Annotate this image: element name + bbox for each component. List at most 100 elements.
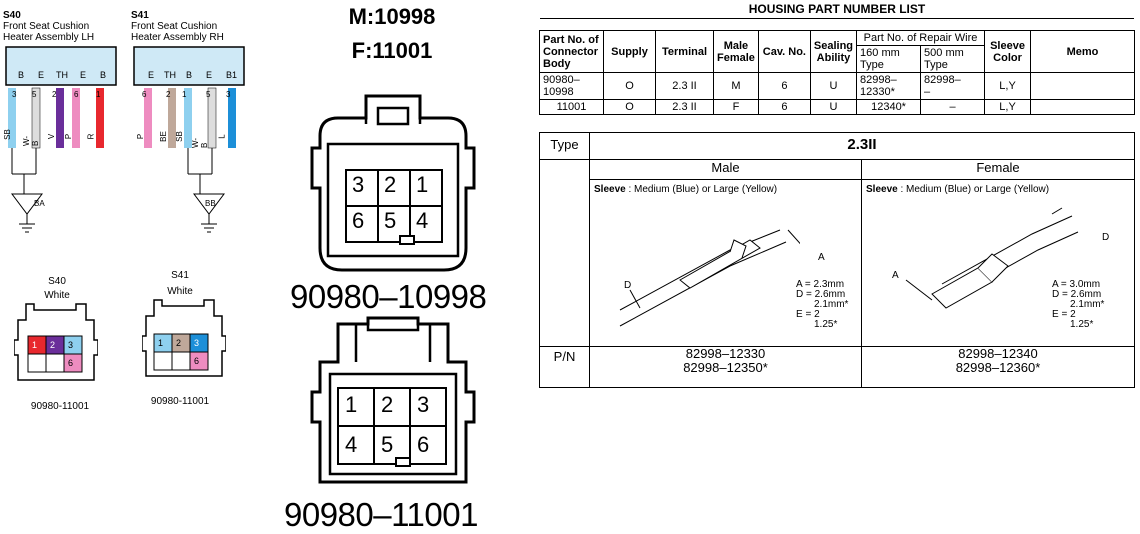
type-value: 2.3II <box>589 132 1135 160</box>
male-dim-e2: 1.25* <box>814 319 838 331</box>
s41-pin-5: B1 <box>226 70 238 80</box>
cell-mf: M <box>713 72 759 100</box>
female-terminal-drawing: A <box>892 207 1079 309</box>
female-cell-4: 4 <box>345 432 358 457</box>
female-sleeve-label: Sleeve <box>866 184 898 196</box>
s41-ground-label: BB <box>205 199 216 208</box>
col-memo: Memo <box>1030 30 1135 73</box>
male-dim-d2: 2.1mm* <box>814 299 849 311</box>
conn-s40-color: White <box>44 290 70 301</box>
col-part: Part No. of Connector Body <box>539 30 604 73</box>
s40-num-2: 5 <box>32 90 37 99</box>
cell-cav: 6 <box>757 72 811 100</box>
s41-wire-label-2: BE <box>158 131 168 142</box>
s41-num-3: 1 <box>182 90 187 99</box>
female-cell-3: 3 <box>417 392 430 417</box>
cell-r500: – <box>920 99 986 115</box>
female-sleeve-text: : Medium (Blue) or Large (Yellow) <box>900 184 1050 196</box>
male-terminal-drawing: D <box>619 229 800 327</box>
cell-supply: O <box>603 72 656 100</box>
s40-name-1: Front Seat Cushion <box>3 21 90 32</box>
s40-wire-r <box>96 88 104 148</box>
s40-ground-label: BA <box>34 199 45 208</box>
male-dim-e: E = 2 <box>796 309 820 321</box>
s41-id: S41 <box>131 10 149 21</box>
male-cell-2: 2 <box>384 172 397 197</box>
col-seal: Sealing Ability <box>809 30 858 73</box>
s41-header: S41 Front Seat Cushion Heater Assembly R… <box>131 10 224 43</box>
male-pn-2: 82998–12350* <box>683 359 768 375</box>
female-cell-6: 6 <box>417 432 430 457</box>
female-d-label: D <box>1102 232 1110 244</box>
type-spacer <box>539 158 590 347</box>
s41-wire-label-3: SB <box>174 131 184 142</box>
cell-terminal: 2.3 II <box>655 99 714 115</box>
conn-s40-face <box>14 303 98 381</box>
s41-num-4: 5 <box>206 90 211 99</box>
col-sleeve: Sleeve Color <box>984 30 1032 73</box>
cell-mf: F <box>713 99 759 115</box>
conn-s41-cell-2: 2 <box>176 338 182 348</box>
s40-wire-label-1: SB <box>2 129 12 140</box>
male-part-number: 90980–10998 <box>290 278 487 315</box>
male-dims: A = 2.3mm D = 2.6mm 2.1mm* E = 2 1.25* <box>796 280 848 330</box>
s41-pin-3: B <box>186 70 193 80</box>
col-mf: Male Female <box>713 30 759 73</box>
cell-part: 90980–10998 <box>539 72 604 100</box>
male-cell-5: 5 <box>384 208 397 233</box>
female-connector-face <box>310 316 476 484</box>
cell-sleeve: L,Y <box>984 72 1032 100</box>
s40-num-5: 1 <box>96 90 101 99</box>
cell-r160: 12340* <box>856 99 922 115</box>
type-label: Type <box>539 132 590 160</box>
s40-pin-2: E <box>38 70 45 80</box>
female-dims: A = 3.0mm D = 2.6mm 2.1mm* E = 2 1.25* <box>1052 280 1104 330</box>
cell-sleeve: L,Y <box>984 99 1032 115</box>
female-dim-d: D = 2.6mm <box>1052 289 1102 301</box>
title-rule <box>540 18 1134 19</box>
s40-wiring-diagram <box>5 46 117 233</box>
cell-r500: 82998– – <box>920 72 986 100</box>
male-code: M:10998 <box>348 4 436 29</box>
cell-terminal: 2.3 II <box>655 72 714 100</box>
cell-supply: O <box>603 99 656 115</box>
male-cell-1: 1 <box>416 172 429 197</box>
s41-wiring-diagram <box>133 46 245 233</box>
female-terminal-cell: Sleeve : Medium (Blue) or Large (Yellow)… <box>861 179 1135 347</box>
s41-wire-label-4: W-B <box>191 137 210 149</box>
conn-s41-cell-6: 6 <box>194 356 200 366</box>
conn-s40-cell-2: 2 <box>50 340 56 350</box>
male-cell-4: 4 <box>416 208 429 233</box>
s40-num-3: 2 <box>52 90 57 99</box>
male-terminal-cell: Sleeve : Medium (Blue) or Large (Yellow)… <box>589 179 862 347</box>
conn-s41-cell-1: 1 <box>158 338 164 348</box>
housing-table: Part No. of Connector Body Supply Termin… <box>539 30 1135 115</box>
cell-memo <box>1030 99 1135 115</box>
male-dim-a: A = 2.3mm <box>796 279 845 291</box>
conn-s40-id: S40 <box>48 276 66 287</box>
col-r500: 500 mm Type <box>920 45 986 73</box>
female-cell-2: 2 <box>381 392 394 417</box>
female-pn-2: 82998–12360* <box>955 359 1041 375</box>
female-pn-1: 82998–12340 <box>958 345 1038 361</box>
svg-text:D: D <box>624 280 631 291</box>
s41-num-5: 3 <box>226 90 231 99</box>
female-dim-a: A = 3.0mm <box>1052 279 1101 291</box>
svg-text:A: A <box>892 270 899 281</box>
s41-pin-1: E <box>148 70 155 80</box>
s41-name-1: Front Seat Cushion <box>131 21 218 32</box>
male-pn: 82998–12330 82998–12350* <box>589 345 862 389</box>
s40-wire-label-2: W-B <box>22 135 41 147</box>
housing-list-title: HOUSING PART NUMBER LIST <box>748 2 926 16</box>
s40-wire-sb <box>8 88 16 148</box>
male-connector-face <box>310 94 476 272</box>
female-dim-d2: 2.1mm* <box>1070 299 1105 311</box>
s41-name-2: Heater Assembly RH <box>131 32 224 43</box>
cell-cav: 6 <box>757 99 811 115</box>
s40-id: S40 <box>3 10 21 21</box>
s40-num-4: 6 <box>74 90 79 99</box>
table-row: 90980–10998 O 2.3 II M 6 U 82998–12330* … <box>539 72 1135 100</box>
col-repair: Part No. of Repair Wire <box>856 30 986 46</box>
female-sleeve-note: Sleeve : Medium (Blue) or Large (Yellow) <box>862 180 1134 199</box>
cell-seal: U <box>809 99 858 115</box>
